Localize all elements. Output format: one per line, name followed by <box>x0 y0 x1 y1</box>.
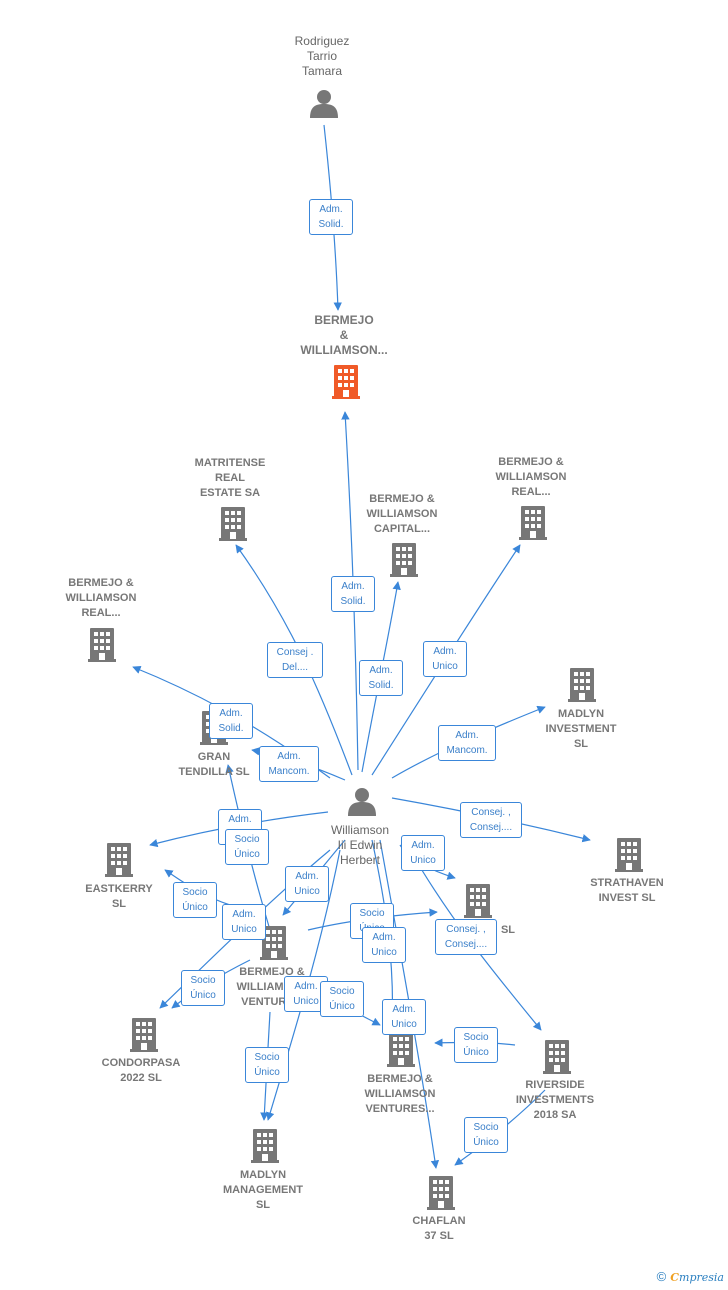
building-icon <box>387 1033 415 1067</box>
building-icon-main <box>332 365 360 399</box>
edge-badge[interactable]: Socio Único <box>464 1117 508 1153</box>
footer-brand: ©Cmpresia <box>657 1269 724 1284</box>
node-label-condorpasa[interactable]: CONDORPASA 2022 SL <box>101 1057 181 1084</box>
edge-badge[interactable]: Socio Único <box>181 970 225 1006</box>
edge-badge[interactable]: Socio Único <box>454 1027 498 1063</box>
edge-badge[interactable]: Adm. Unico <box>423 641 467 677</box>
edge-badge[interactable]: Adm. Solid. <box>209 703 253 739</box>
node-label-rodriguez[interactable]: Rodriguez Tarrio Tamara <box>294 34 350 78</box>
person-icon <box>310 90 338 118</box>
icons-layer <box>88 90 643 1210</box>
edge-badge[interactable]: Adm. Unico <box>222 904 266 940</box>
building-icon <box>615 838 643 872</box>
building-icon <box>519 506 547 540</box>
node-label-strathaven[interactable]: STRATHAVEN INVEST SL <box>590 877 664 904</box>
copyright-symbol: © <box>656 1269 667 1284</box>
node-label-bw-real-left[interactable]: BERMEJO & WILLIAMSON REAL... <box>65 577 137 619</box>
node-label-riverside[interactable]: RIVERSIDE INVESTMENTS 2018 SA <box>515 1079 595 1121</box>
edge-badge[interactable]: Adm. Unico <box>401 835 445 871</box>
edge-badge[interactable]: Adm. Solid. <box>359 660 403 696</box>
building-icon <box>105 843 133 877</box>
building-icon <box>130 1018 158 1052</box>
edge-badge[interactable]: Adm. Unico <box>362 927 406 963</box>
node-label-eastkerry[interactable]: EASTKERRY SL <box>85 883 153 910</box>
edge-badge[interactable]: Adm. Unico <box>285 866 329 902</box>
node-label-bw-real-right[interactable]: BERMEJO & WILLIAMSON REAL... <box>495 456 567 498</box>
edge-badge[interactable]: Adm. Mancom. <box>438 725 496 761</box>
node-label-hidden-sl[interactable]: SL <box>500 924 516 936</box>
node-label-matritense[interactable]: MATRITENSE REAL ESTATE SA <box>194 457 266 499</box>
edge-badge[interactable]: Adm. Solid. <box>331 576 375 612</box>
edge-badge[interactable]: Socio Único <box>245 1047 289 1083</box>
building-icon <box>390 543 418 577</box>
node-label-madlyn-management[interactable]: MADLYN MANAGEMENT SL <box>222 1169 304 1211</box>
building-icon <box>88 628 116 662</box>
edge-line <box>341 411 359 771</box>
edge-badge[interactable]: Consej . Del.... <box>267 642 323 678</box>
building-icon <box>427 1176 455 1210</box>
building-icon <box>251 1129 279 1163</box>
building-icon <box>568 668 596 702</box>
building-icon <box>219 507 247 541</box>
node-label-bw-capital[interactable]: BERMEJO & WILLIAMSON CAPITAL... <box>366 493 438 535</box>
edge-badge[interactable]: Consej. , Consej.... <box>460 802 522 838</box>
person-icon <box>348 788 376 816</box>
edge-badge[interactable]: Consej. , Consej.... <box>435 919 497 955</box>
edge-badge[interactable]: Socio Único <box>173 882 217 918</box>
node-label-main-company[interactable]: BERMEJO & WILLIAMSON... <box>300 313 388 357</box>
node-label-madlyn-investment[interactable]: MADLYN INVESTMENT SL <box>545 708 617 750</box>
edge-badge[interactable]: Adm. Mancom. <box>259 746 319 782</box>
building-icon <box>543 1040 571 1074</box>
edge-badge[interactable]: Adm. Unico <box>382 999 426 1035</box>
edge-badge[interactable]: Socio Único <box>225 829 269 865</box>
node-label-bw-ventures[interactable]: BERMEJO & WILLIAMSON VENTURES... <box>364 1073 436 1115</box>
node-label-gran-tendilla[interactable]: GRAN TENDILLA SL <box>178 751 250 778</box>
node-label-williamson[interactable]: Williamson Iii Edwin Herbert <box>330 823 389 867</box>
building-icon <box>464 884 492 918</box>
edge-badge[interactable]: Socio Único <box>320 981 364 1017</box>
brand-logo: Cmpresia <box>670 1271 724 1284</box>
node-label-chaflan[interactable]: CHAFLAN 37 SL <box>412 1215 466 1242</box>
edge-badge[interactable]: Adm. Solid. <box>309 199 353 235</box>
